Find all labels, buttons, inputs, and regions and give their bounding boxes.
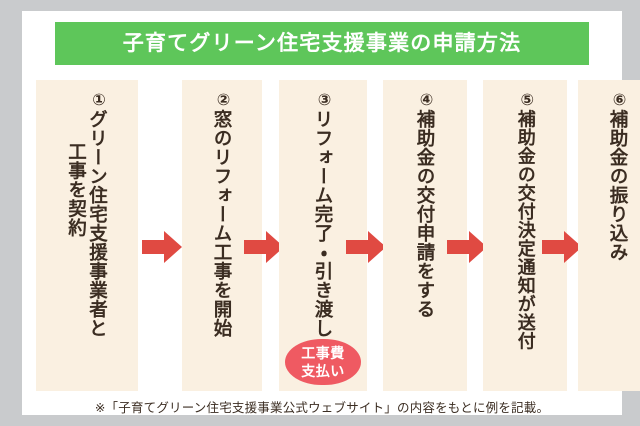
step-1-line-2: 工事を契約 [66, 142, 88, 237]
footnote: ※「子育てグリーン住宅支援事業公式ウェブサイト」の内容をもとに例を記載。 [94, 401, 550, 415]
page-title: 子育てグリーン住宅支援事業の申請方法 [122, 32, 522, 55]
step-4-line-1: ④補助金の交付申請をする [414, 90, 436, 319]
step-5-text: ⑤補助金の交付決定通知が送付 [483, 90, 567, 380]
payment-badge-line-1: 工事費 [301, 345, 345, 362]
step-4-text: ④補助金の交付申請をする [383, 90, 467, 380]
step-1-text: ①グリーン住宅支援事業者と 工事を契約 [36, 90, 138, 380]
arrow-3-to-4 [344, 228, 388, 266]
step-6-label-a: 補助金の振り込み [607, 109, 629, 262]
step-5-number: ⑤ [517, 90, 535, 110]
step-3-number: ③ [314, 90, 332, 110]
step-column-1: ①グリーン住宅支援事業者と 工事を契約 [36, 80, 138, 391]
step-3-text: ③リフォーム完了・引き渡し [279, 90, 367, 358]
arrow-5-to-6 [540, 228, 584, 266]
step-4-label-a: 補助金の交付申請をする [414, 109, 436, 319]
step-1-label-a: グリーン住宅支援事業者と [87, 109, 109, 338]
step-column-2: ②窓のリフォーム工事を開始 [182, 80, 262, 391]
step-column-3: ③リフォーム完了・引き渡し 工事費 支払い [279, 80, 367, 391]
arrow-4-to-5 [445, 228, 489, 266]
step-column-4: ④補助金の交付申請をする [383, 80, 467, 391]
payment-badge: 工事費 支払い [285, 339, 361, 385]
step-1-line-1: ①グリーン住宅支援事業者と [87, 90, 109, 338]
step-6-number: ⑥ [609, 90, 627, 110]
step-2-line-1: ②窓のリフォーム工事を開始 [211, 90, 233, 338]
step-3-label-a: リフォーム完了・引き渡し [312, 109, 334, 338]
step-2-label-a: 窓のリフォーム工事を開始 [211, 109, 233, 338]
process-flow: ①グリーン住宅支援事業者と 工事を契約 ②窓のリフォーム工事を開始 [30, 80, 640, 391]
step-6-line-1: ⑥補助金の振り込み [607, 90, 629, 262]
step-2-number: ② [213, 90, 231, 110]
payment-badge-line-2: 支払い [301, 362, 345, 379]
step-column-5: ⑤補助金の交付決定通知が送付 [483, 80, 567, 391]
arrow-2-to-3 [242, 228, 286, 266]
infographic-card: 子育てグリーン住宅支援事業の申請方法 ①グリーン住宅支援事業者と 工事を契約 [22, 11, 640, 415]
step-2-text: ②窓のリフォーム工事を開始 [182, 90, 262, 380]
step-5-line-1: ⑤補助金の交付決定通知が送付 [515, 90, 536, 351]
page-title-bar: 子育てグリーン住宅支援事業の申請方法 [55, 22, 589, 65]
arrow-1-to-2 [140, 228, 184, 266]
step-6-text: ⑥補助金の振り込み [578, 90, 640, 380]
step-4-number: ④ [416, 90, 434, 110]
step-5-label-a: 補助金の交付決定通知が送付 [515, 109, 536, 351]
step-3-line-1: ③リフォーム完了・引き渡し [312, 90, 334, 338]
step-1-number: ① [89, 90, 107, 110]
step-column-6: ⑥補助金の振り込み [578, 80, 640, 391]
